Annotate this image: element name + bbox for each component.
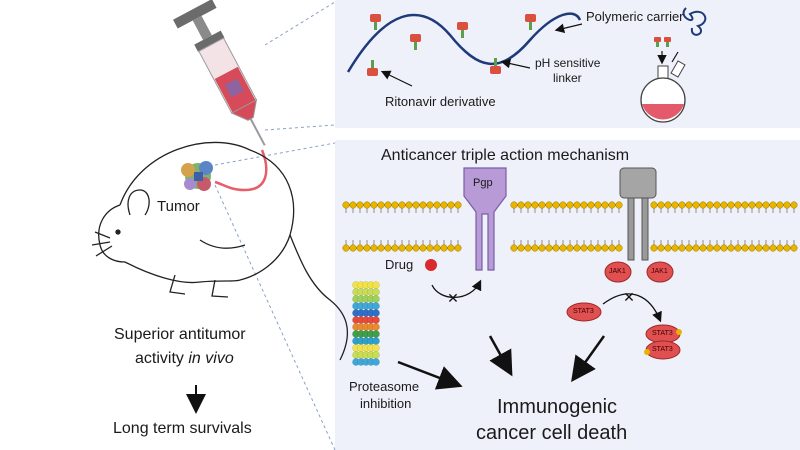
linker-label: linker — [553, 71, 582, 85]
mouse-illustration — [91, 141, 349, 361]
arrow-pgp-to-death — [488, 335, 513, 377]
drug-efflux-arrow — [431, 279, 482, 298]
pgp-transporter — [463, 167, 507, 271]
activity-word: activity — [135, 350, 184, 367]
stat3-a-label: STAT3 — [573, 308, 594, 315]
efflux-block-x: ✕ — [447, 290, 459, 306]
stat3-activation-arrow — [602, 293, 662, 323]
proteasome-label-line2: inhibition — [360, 396, 412, 411]
arrow-stat3-to-death — [571, 335, 606, 383]
tumor-mass — [181, 161, 213, 191]
mechanism-title: Anticancer triple action mechanism — [381, 147, 630, 164]
proteasome-icon — [352, 281, 380, 366]
linker-pointer — [500, 58, 531, 69]
ritonavir-label: Ritonavir derivative — [385, 94, 496, 109]
polymer-carrier-panel — [335, 0, 800, 128]
stat3-monomer — [566, 302, 602, 322]
stat3-b-label: STAT3 — [652, 330, 673, 337]
ritonavir-pointer — [380, 70, 413, 87]
pgp-label: Pgp — [473, 177, 493, 189]
flask-icon — [640, 7, 707, 123]
drug-label: Drug — [385, 257, 414, 272]
in-vivo-italic: in vivo — [188, 350, 234, 367]
long-term-survivals-label: Long term survivals — [113, 420, 252, 437]
injection-line — [214, 149, 268, 192]
syringe-icon — [173, 0, 266, 146]
jak1-left-label: JAK1 — [609, 268, 626, 275]
proteasome-label-line1: Proteasome — [349, 379, 420, 394]
jak1-left — [604, 261, 632, 283]
cell-membrane — [342, 201, 798, 252]
stat3-block-x: ✕ — [623, 289, 635, 305]
ph-sensitive-label: pH sensitive — [535, 56, 601, 70]
polymeric-carrier-label: Polymeric carrier — [586, 9, 684, 24]
superior-antitumor-line2: activity in vivo — [135, 350, 234, 368]
tumor-label: Tumor — [157, 198, 200, 215]
cytokine-receptor — [619, 167, 657, 261]
arrow-proteasome-to-death — [397, 360, 463, 390]
zoom-connector-lines — [214, 1, 336, 450]
jak1-right-label: JAK1 — [651, 268, 668, 275]
jak1-right — [646, 261, 674, 283]
mechanism-panel — [335, 140, 800, 450]
drug-molecule — [425, 259, 437, 271]
polymer-chain — [346, 12, 582, 73]
outcome-line2: cancer cell death — [476, 422, 628, 444]
outcome-line1: Immunogenic — [497, 396, 618, 418]
ritonavir-conjugates — [367, 14, 536, 76]
superior-antitumor-line1: Superior antitumor — [114, 326, 246, 343]
carrier-pointer — [554, 23, 583, 33]
stat3-c-label: STAT3 — [652, 346, 673, 353]
